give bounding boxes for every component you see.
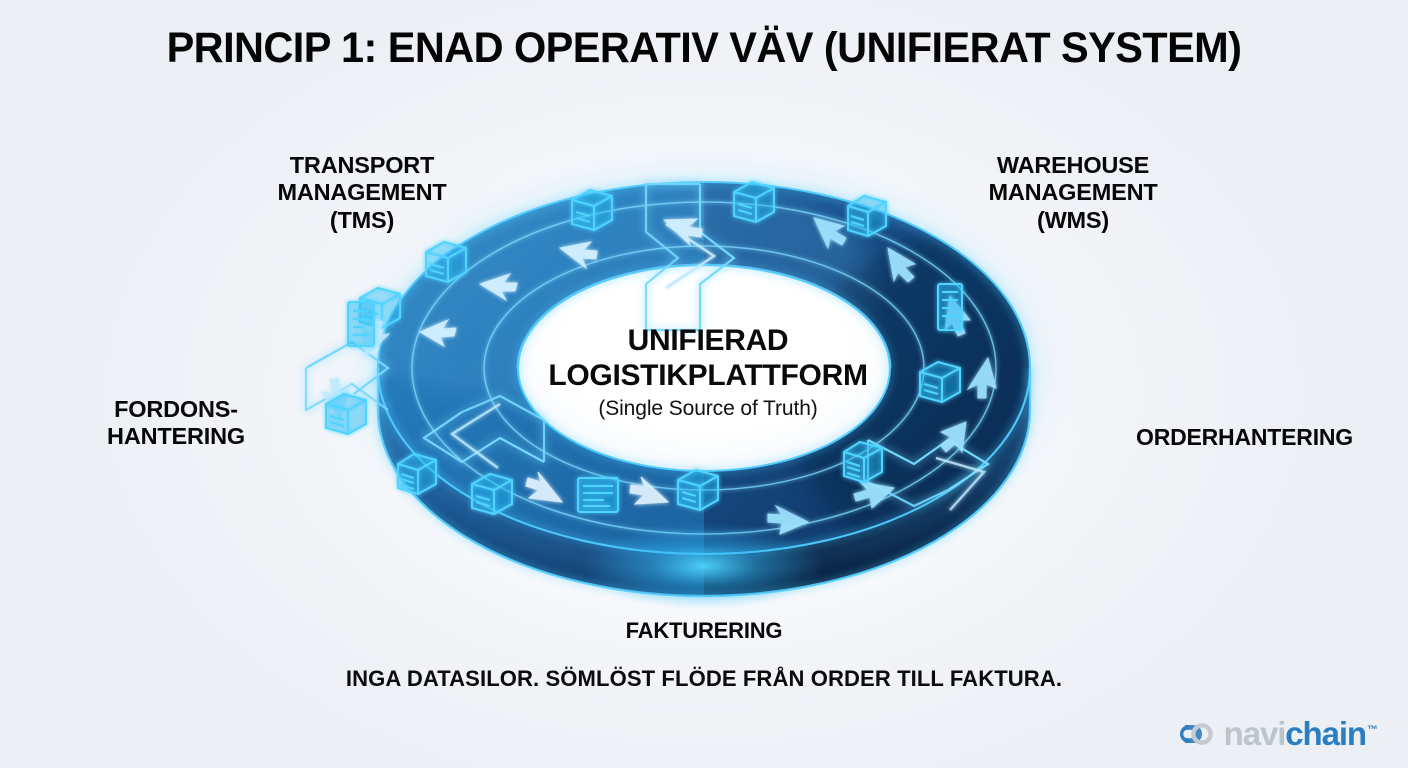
tagline: INGA DATASILOR. SÖMLÖST FLÖDE FRÅN ORDER… <box>345 666 1063 691</box>
label-warehouse-management: WAREHOUSE MANAGEMENT (WMS) <box>988 152 1158 233</box>
flow-bottom <box>525 471 670 505</box>
label-transport-management: TRANSPORT MANAGEMENT (TMS) <box>277 152 447 233</box>
brand-logo: navichain™ <box>1169 717 1378 750</box>
chain-link-icon <box>1179 722 1213 745</box>
label-fordonshantering: FORDONS- HANTERING <box>107 396 245 450</box>
unified-cycle-diagram <box>248 140 1228 610</box>
page-title: PRINCIP 1: ENAD OPERATIV VÄV (UNIFIERAT … <box>166 24 1242 72</box>
brand-word-chain: chain <box>1285 715 1367 752</box>
trademark-symbol: ™ <box>1367 724 1378 736</box>
label-fakturering: FAKTURERING <box>625 618 783 643</box>
flow-right <box>767 421 967 535</box>
flow-top-left <box>418 218 703 348</box>
brand-wordmark: navichain™ <box>1224 717 1378 750</box>
label-orderhantering: ORDERHANTERING <box>1136 424 1353 450</box>
brand-word-navi: navi <box>1223 715 1287 752</box>
ring-inner-hole <box>518 265 890 471</box>
segment-divider-top <box>644 182 736 332</box>
node-icons-bottom <box>471 468 719 516</box>
segment-divider-bottom-left <box>421 394 546 464</box>
node-icons-right <box>843 360 961 484</box>
